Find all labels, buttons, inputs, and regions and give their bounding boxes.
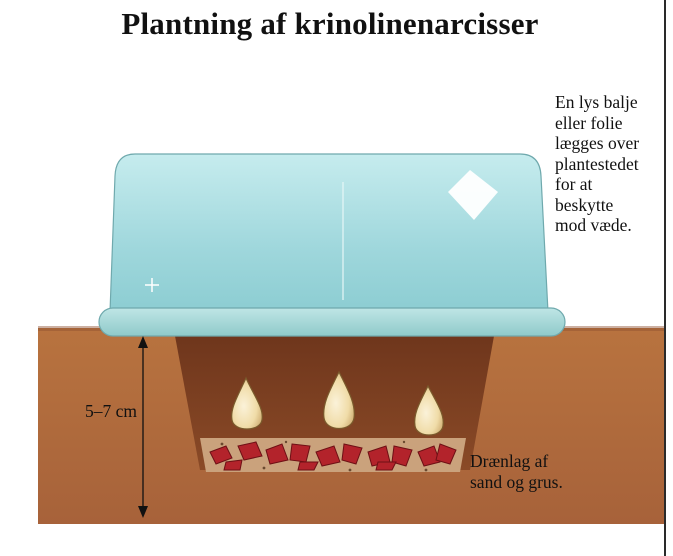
depth-arrow xyxy=(138,336,148,518)
drainage-layer xyxy=(200,438,466,472)
drainage-label-line: sand og grus. xyxy=(470,471,563,492)
bulb-center xyxy=(323,370,355,430)
bulbs xyxy=(231,370,444,436)
drainage-label: Drænlag af sand og grus. xyxy=(470,451,610,492)
cover-label-line: lægges over xyxy=(555,133,640,153)
cover-rim xyxy=(98,307,566,337)
cover-label-line: mod væde. xyxy=(555,215,632,235)
cover-label-line: eller folie xyxy=(555,112,623,133)
cover-label-line: En lys balje xyxy=(555,92,638,112)
cover-basin xyxy=(98,153,566,337)
cover-label-line: beskytte xyxy=(555,194,614,215)
diagram-title: Plantning af krinolinenarcisser xyxy=(121,6,539,41)
cover-label-line: plantestedet xyxy=(555,153,639,174)
sparkle xyxy=(145,278,159,292)
light-reflection xyxy=(448,170,498,220)
bulb-right xyxy=(414,384,444,436)
frame-border xyxy=(664,0,666,556)
drainage-label-line: Drænlag af xyxy=(470,451,549,471)
cover-label-line: for at xyxy=(555,174,593,194)
depth-label: 5–7 cm xyxy=(85,401,138,421)
bulb-left xyxy=(231,376,263,430)
cover-label: En lys balje eller folie lægges over pla… xyxy=(555,92,665,236)
